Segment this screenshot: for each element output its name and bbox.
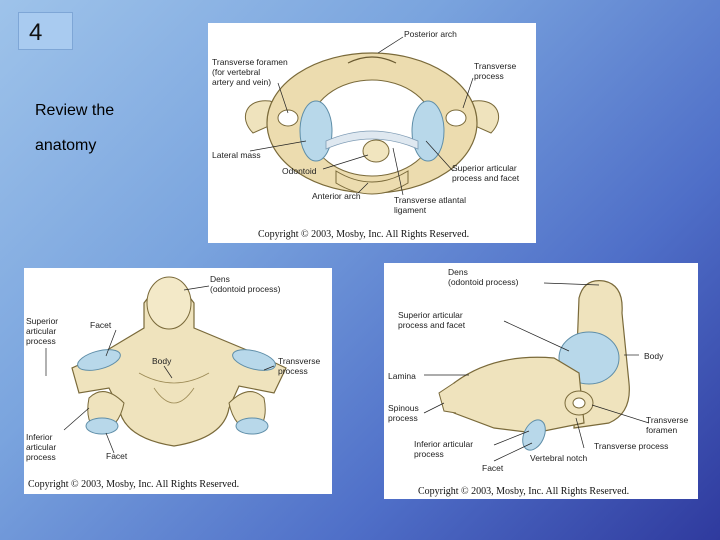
label-anterior-arch: Anterior arch (312, 191, 361, 201)
label-inferior-articular-lateral: Inferior articular process (414, 439, 473, 459)
label-posterior-arch: Posterior arch (404, 29, 457, 39)
atlas-illustration (208, 23, 536, 243)
label-body-lateral: Body (644, 351, 663, 361)
axis-lateral-figure: Dens (odontoid process) Superior articul… (384, 263, 698, 499)
label-transverse-foramen-lateral: Transverse foramen (646, 415, 688, 435)
label-odontoid: Odontoid (282, 166, 317, 176)
label-dens-lateral: Dens (odontoid process) (448, 267, 518, 287)
label-transverse-process: Transverse process (278, 356, 320, 376)
label-transverse-process-lateral: Transverse process (594, 441, 668, 451)
copyright-axis-lateral: Copyright © 2003, Mosby, Inc. All Rights… (418, 486, 629, 497)
label-body: Body (152, 356, 171, 366)
label-lamina: Lamina (388, 371, 416, 381)
label-superior-articular-process: Superior articular process (26, 316, 58, 346)
label-facet-top: Facet (90, 320, 111, 330)
label-transverse-process: Transverse process (474, 61, 516, 81)
axis-front-illustration (24, 268, 332, 494)
label-facet-lateral: Facet (482, 463, 503, 473)
copyright-axis-front: Copyright © 2003, Mosby, Inc. All Rights… (28, 479, 239, 490)
label-spinous-process: Spinous process (388, 403, 419, 423)
axis-lateral-illustration (384, 263, 698, 499)
label-superior-articular: Superior articular process and facet (452, 163, 519, 183)
label-transverse-foramen: Transverse foramen (for vertebral artery… (212, 57, 288, 87)
axis-front-figure: Dens (odontoid process) Superior articul… (24, 268, 332, 494)
label-facet-bottom: Facet (106, 451, 127, 461)
copyright-atlas: Copyright © 2003, Mosby, Inc. All Rights… (258, 229, 469, 240)
label-superior-articular-lateral: Superior articular process and facet (398, 310, 465, 330)
atlas-figure: Posterior arch Transverse foramen (for v… (208, 23, 536, 243)
label-vertebral-notch: Vertebral notch (530, 453, 587, 463)
label-transverse-ligament: Transverse atlantal ligament (394, 195, 466, 215)
label-inferior-articular-process: Inferior articular process (26, 432, 56, 462)
caption-line-2: anatomy (35, 137, 96, 155)
label-lateral-mass: Lateral mass (212, 150, 261, 160)
label-dens: Dens (odontoid process) (210, 274, 280, 294)
caption-line-1: Review the (35, 102, 114, 120)
slide-number: 4 (18, 12, 73, 50)
